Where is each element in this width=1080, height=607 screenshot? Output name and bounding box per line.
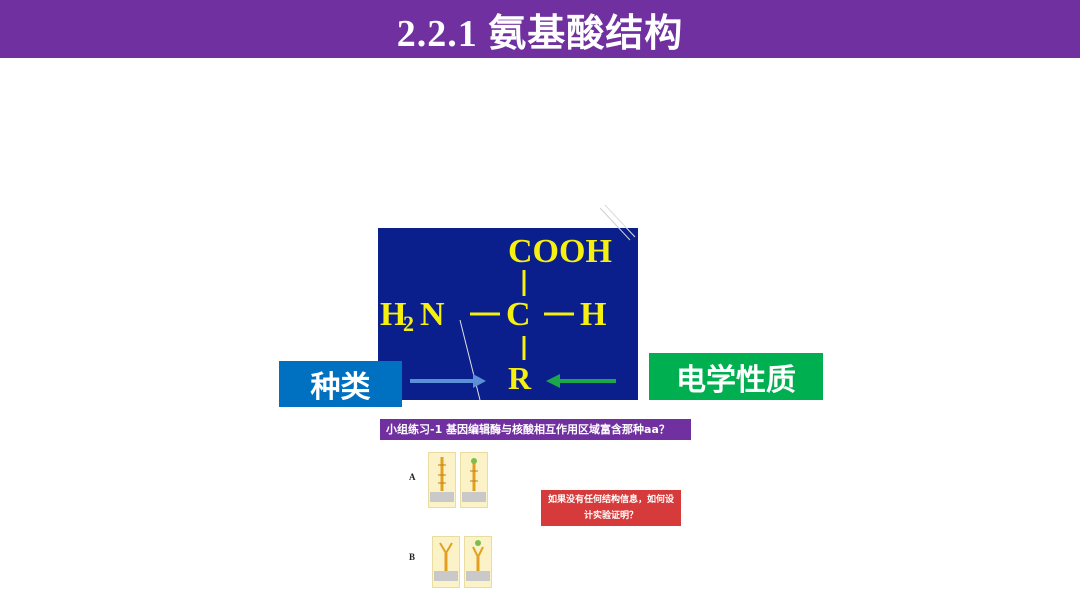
slide-title: 2.2.1 氨基酸结构 [396,12,684,55]
panel-a-label: A [409,472,416,482]
question-box: 如果没有任何结构信息，如何设计实验证明？ [541,490,681,526]
green-arrow-icon [546,374,616,388]
panel-a-strip-2 [462,492,486,502]
panel-b-strip-1 [434,571,458,581]
h-atom-right: H [580,296,606,333]
subscript-two: 2 [403,311,414,336]
exercise-header: 小组练习-1 基因编辑酶与核酸相互作用区域富含那种aa？ [380,419,691,440]
h-atom-left: H [380,296,406,333]
kind-label-box: 种类 [279,361,402,407]
title-bar: 2.2.1 氨基酸结构 [0,0,1080,58]
electrical-property-box: 电学性质 [649,353,823,400]
cooh-group: COOH [508,233,612,270]
panel-b-label: B [409,552,416,562]
n-atom: N [420,296,445,333]
r-group: R [508,360,532,396]
structure-formula: COOH H 2 N C H R [380,233,612,396]
panel-a-strip-1 [430,492,454,502]
panel-b-strip-2 [466,571,490,581]
kind-label: 种类 [310,370,371,405]
c-atom: C [506,296,531,333]
blue-arrow-icon [410,374,486,388]
amino-acid-structure: COOH H 2 N C H R [378,228,638,400]
group-exercise-panel: 小组练习-1 基因编辑酶与核酸相互作用区域富含那种aa？ A 如果没有任何结构信… [380,419,691,599]
pointer-arrows [410,374,616,388]
electrical-property-label: 电学性质 [676,362,796,398]
